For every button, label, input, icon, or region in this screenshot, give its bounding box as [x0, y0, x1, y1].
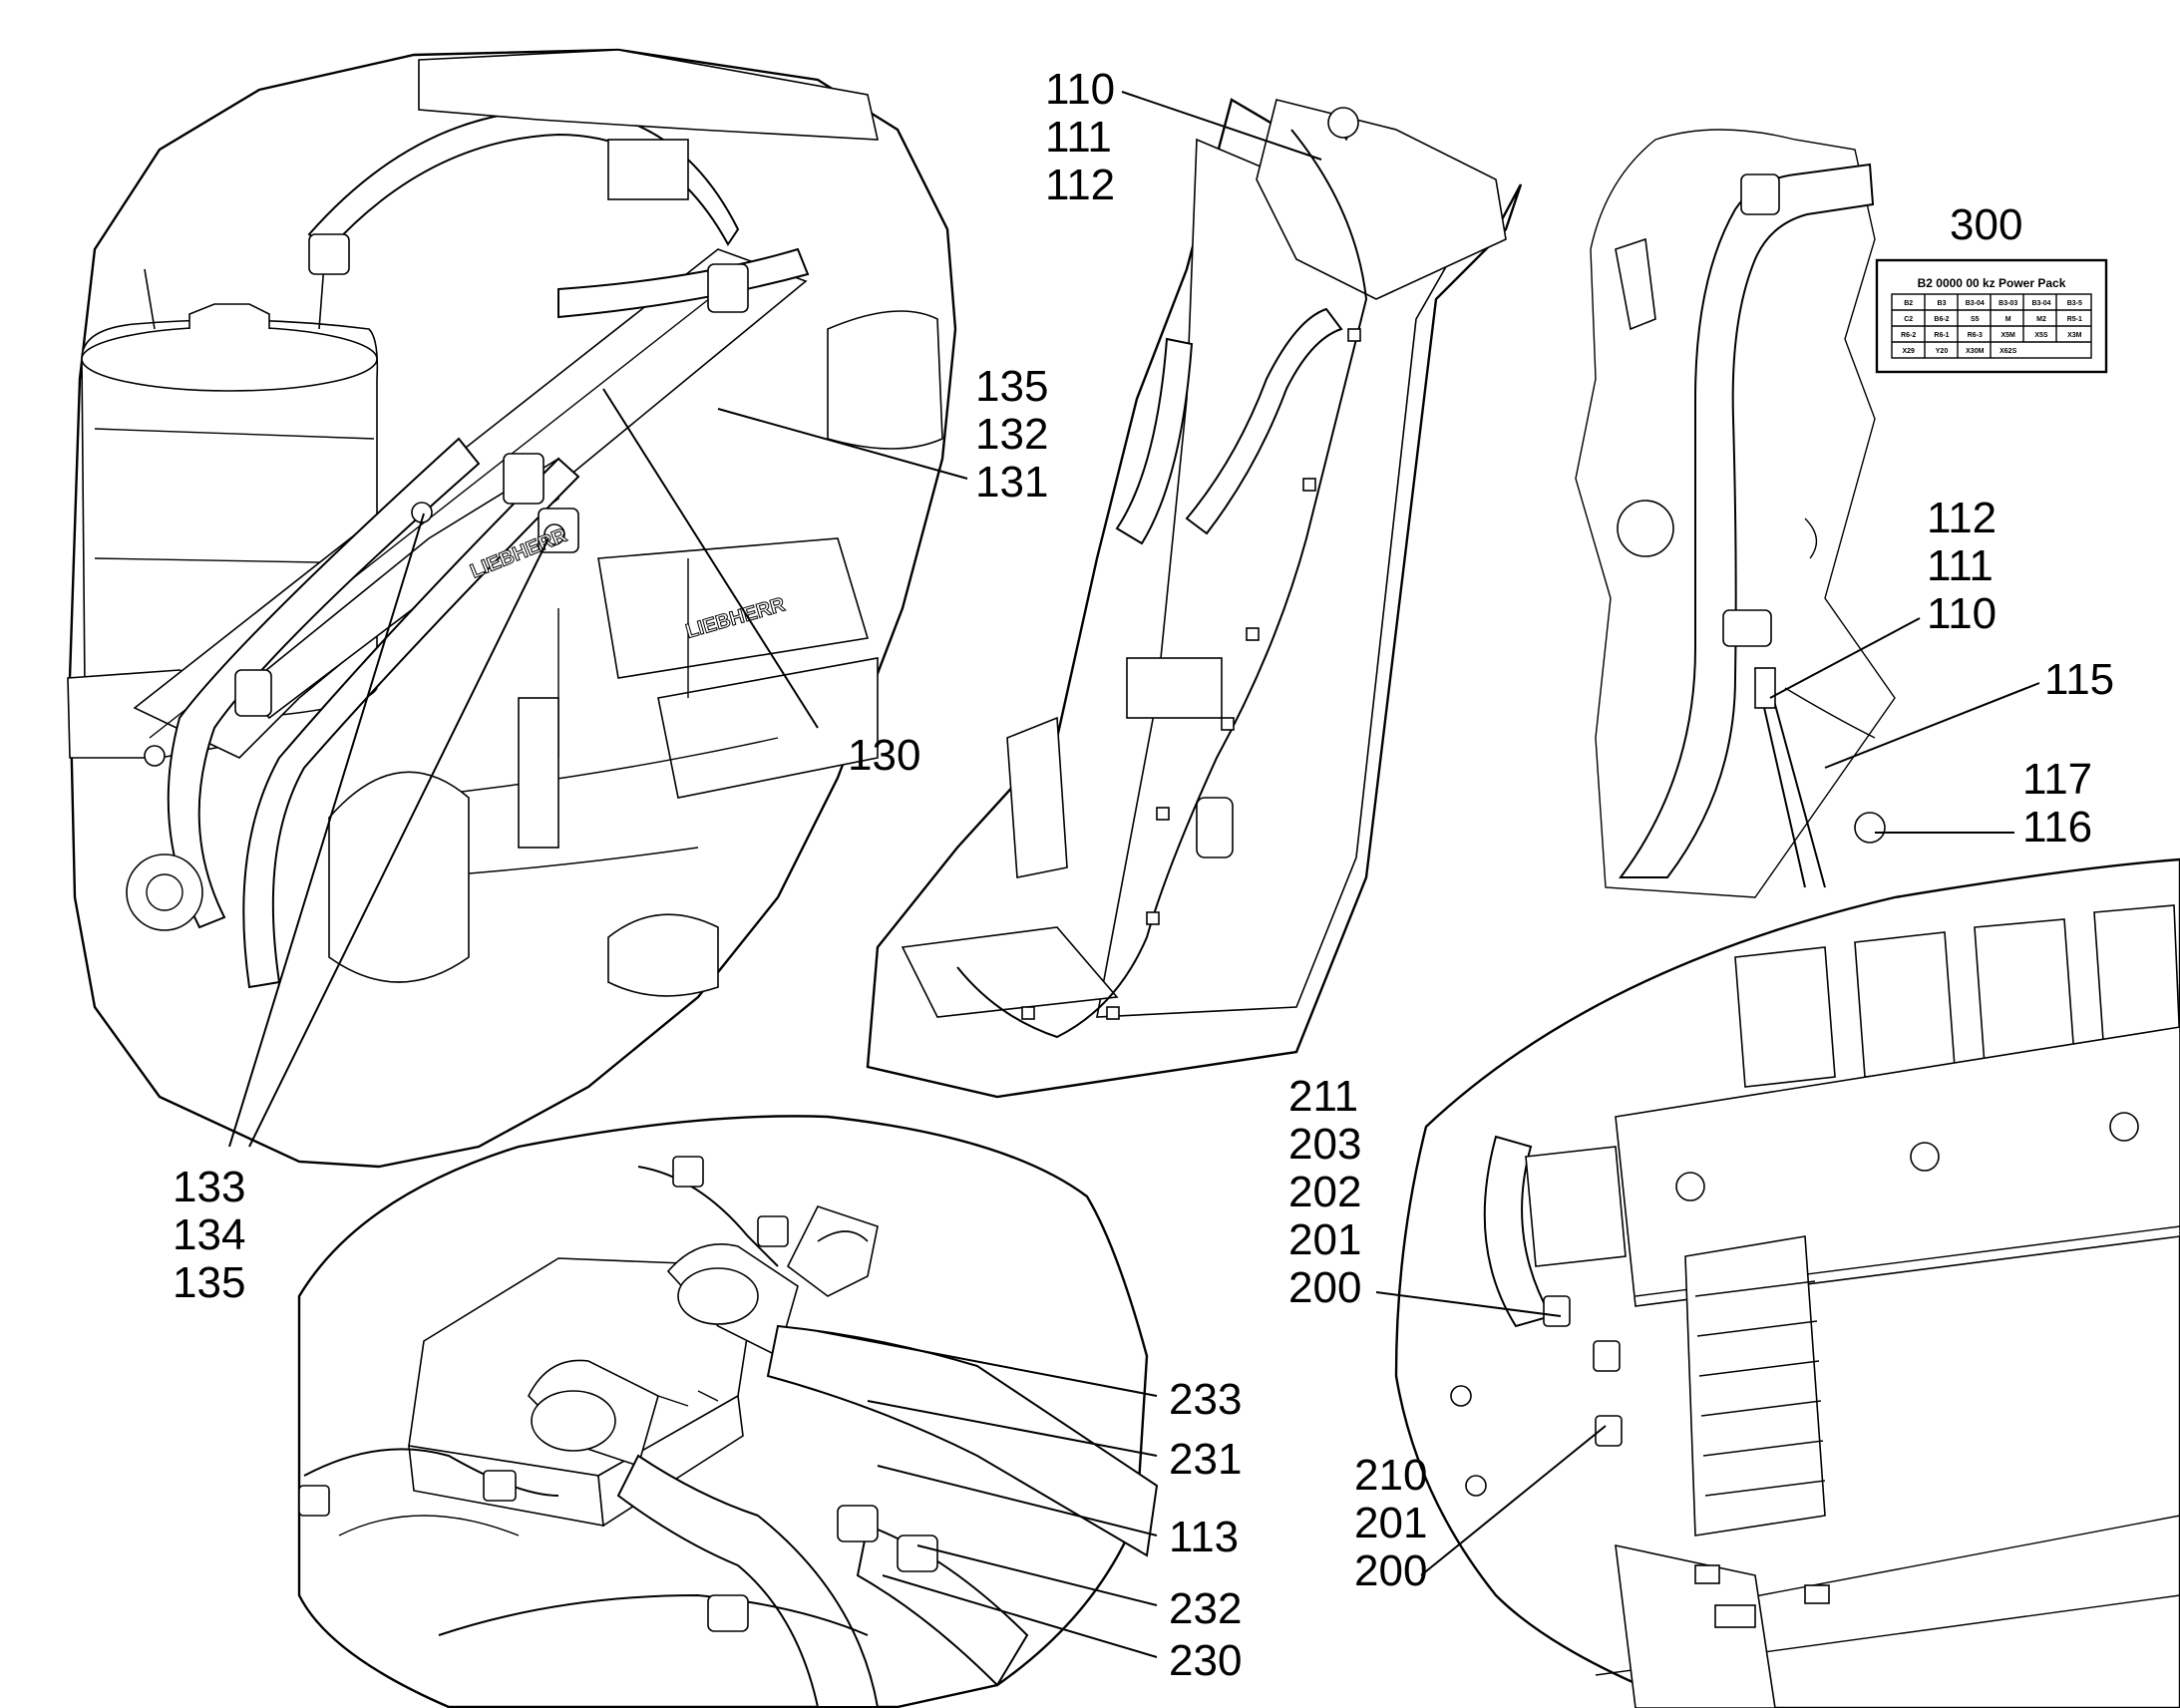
table-cell: R5-1	[2067, 316, 2082, 323]
callout-110-top: 110	[1045, 65, 1115, 114]
callout-111-top: 111	[1045, 113, 1112, 162]
callout-135-mid: 135	[975, 362, 1048, 411]
table-cell: X30M	[1966, 348, 1984, 355]
callout-111-right: 111	[1927, 541, 1994, 590]
table-cell: R6-2	[1901, 332, 1916, 339]
table-cell: B3-03	[1998, 300, 2017, 307]
callout-134: 134	[173, 1210, 245, 1259]
callout-132: 132	[975, 410, 1048, 459]
table-title: B2 0000 00 kz Power Pack	[1918, 276, 2066, 290]
callout-230: 230	[1169, 1636, 1242, 1685]
callout-211: 211	[1288, 1072, 1358, 1121]
table-cell: B2	[1904, 300, 1913, 307]
callout-130: 130	[848, 731, 920, 780]
view-control-unit	[297, 1115, 1159, 1708]
table-cell: X62S	[1999, 348, 2016, 355]
table-cell: M2	[2036, 316, 2046, 323]
table-cell: B3-5	[2067, 300, 2082, 307]
callout-300: 300	[1950, 200, 2022, 249]
callout-233: 233	[1169, 1375, 1242, 1424]
table-cell: B6-2	[1934, 316, 1949, 323]
callout-201-lower: 201	[1354, 1499, 1427, 1547]
callout-112-top: 112	[1045, 161, 1115, 209]
table-cell: X3M	[2067, 332, 2082, 339]
callout-201-upper: 201	[1288, 1215, 1361, 1264]
table-cell: Y20	[1936, 348, 1949, 355]
callout-117: 117	[2022, 755, 2092, 804]
callout-200-lower: 200	[1354, 1546, 1427, 1595]
callout-203: 203	[1288, 1120, 1361, 1169]
callout-113: 113	[1169, 1513, 1239, 1561]
view-hose-detail	[1575, 129, 1896, 898]
view-engine-side	[1394, 857, 2180, 1708]
callout-133: 133	[173, 1163, 245, 1211]
table-cell: X5M	[2000, 332, 2015, 339]
callout-112-right: 112	[1927, 494, 1997, 542]
callout-200-upper: 200	[1288, 1263, 1361, 1312]
callout-232: 232	[1169, 1584, 1242, 1633]
callout-231: 231	[1169, 1435, 1242, 1484]
table-cell: X29	[1902, 348, 1915, 355]
callout-135-bottom: 135	[173, 1258, 245, 1307]
table-cell: B3	[1938, 300, 1947, 307]
callout-202: 202	[1288, 1168, 1361, 1216]
callout-131: 131	[975, 458, 1048, 507]
table-grid	[1891, 293, 2092, 359]
view-panel-harness	[866, 98, 1523, 1099]
leader-lines	[228, 91, 2040, 1658]
table-cell: X5S	[2034, 332, 2048, 339]
table-cell: C2	[1904, 316, 1913, 323]
callout-115: 115	[2044, 655, 2114, 704]
table-cell: B3-04	[2031, 300, 2050, 307]
table-cell: S5	[1971, 316, 1980, 323]
callout-210: 210	[1354, 1451, 1427, 1500]
callout-116: 116	[2022, 803, 2092, 852]
table-cell: B3-04	[1966, 300, 1985, 307]
table-cell: M	[2005, 316, 2011, 323]
view-engine-pipe-bracket: LIEBHERR LIEBHERR	[67, 48, 957, 1169]
table-cell: R6-1	[1934, 332, 1949, 339]
callout-numbers: 110 111 112 135 132 131 130 133 134 135 …	[173, 65, 2114, 1685]
table-cells: B2 B3 B3-04 B3-03 B3-04 B3-5C2 B6-2 S5 M M2 R5-1R6…	[1901, 300, 2082, 355]
callout-110-right: 110	[1927, 589, 1997, 638]
table-cell: R6-3	[1968, 332, 1983, 339]
